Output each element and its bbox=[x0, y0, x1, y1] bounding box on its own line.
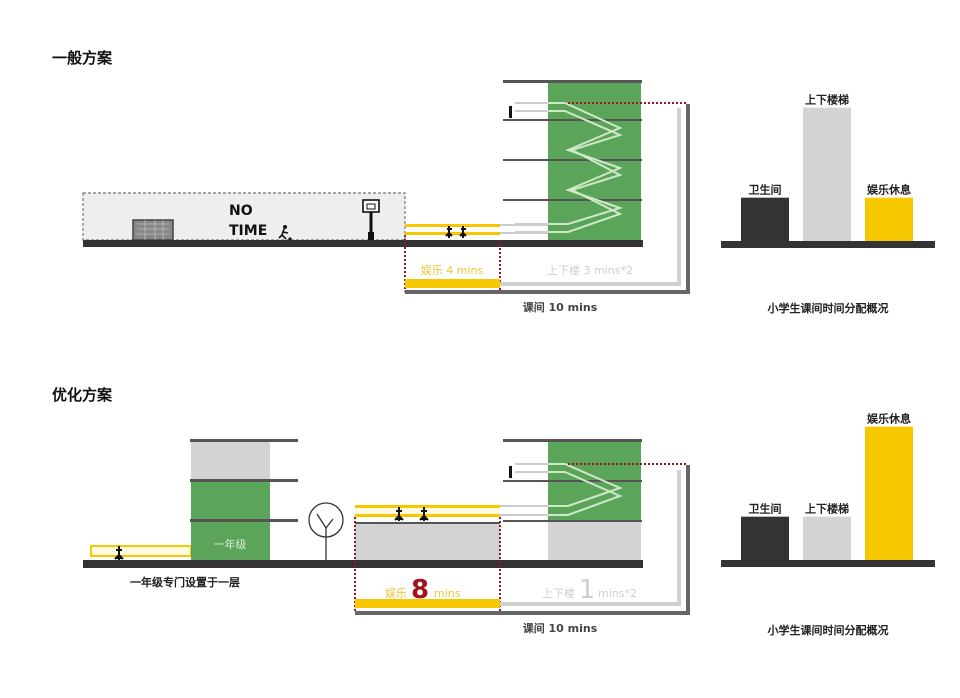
person-icon bbox=[509, 106, 512, 118]
svg-text:mins: mins bbox=[434, 587, 461, 600]
stairs-time-label-general: 上下楼 3 mins*2 bbox=[547, 263, 633, 277]
first-grade-note: 一年级专门设置于一层 bbox=[130, 575, 240, 589]
no-time-line2: TIME bbox=[229, 223, 267, 239]
stair-building-optimized bbox=[503, 439, 688, 560]
child-icon bbox=[114, 546, 124, 560]
bar-1 bbox=[741, 516, 789, 560]
ground-line-optimized bbox=[83, 560, 643, 568]
person-icon bbox=[509, 466, 512, 478]
running-child-icon bbox=[278, 225, 292, 241]
playground-area: NO TIME bbox=[82, 192, 406, 241]
ground-line-general bbox=[83, 240, 643, 247]
stairs-zigzag bbox=[548, 102, 624, 233]
play-time-bar-optimized bbox=[355, 599, 500, 608]
tree-icon bbox=[308, 502, 344, 560]
bar-label-3: 娱乐休息 bbox=[867, 183, 911, 197]
play-time-bar bbox=[405, 279, 500, 288]
section-title-optimized: 优化方案 bbox=[52, 386, 113, 404]
first-grade-label: 一年级 bbox=[214, 537, 247, 551]
chart-caption-optimized: 小学生课间时间分配概况 bbox=[767, 623, 889, 637]
children-icons bbox=[445, 226, 467, 238]
bar-3 bbox=[865, 197, 913, 241]
stairs-single-flight bbox=[548, 463, 623, 516]
bar-label-3: 娱乐休息 bbox=[867, 412, 911, 426]
time-bracket-general bbox=[404, 104, 690, 294]
yellow-corridor-general bbox=[405, 224, 548, 238]
time-bracket-optimized bbox=[354, 465, 690, 615]
svg-text:mins*2: mins*2 bbox=[598, 587, 637, 600]
stair-building-general bbox=[503, 80, 688, 240]
chart-baseline bbox=[721, 560, 935, 567]
play-time-label-optimized: 娱乐 8 mins bbox=[385, 575, 461, 605]
gray-block bbox=[355, 524, 500, 560]
section-title-general: 一般方案 bbox=[52, 49, 113, 67]
bar-2 bbox=[803, 516, 851, 560]
bar-label-1: 卫生间 bbox=[749, 183, 782, 197]
chart-baseline bbox=[721, 241, 935, 248]
bar-2 bbox=[803, 107, 851, 242]
first-grade-building bbox=[190, 439, 298, 560]
first-grade-corridor bbox=[90, 545, 192, 560]
svg-text:娱乐: 娱乐 bbox=[385, 586, 407, 600]
stairs-time-label-optimized: 上下楼 1 mins*2 bbox=[542, 575, 637, 605]
svg-text:1: 1 bbox=[579, 575, 596, 605]
bar-label-2: 上下楼梯 bbox=[805, 93, 849, 107]
bar-3 bbox=[865, 426, 913, 560]
break-time-label-general: 课间 10 mins bbox=[523, 300, 598, 314]
yellow-corridor-optimized bbox=[355, 505, 548, 521]
svg-text:上下楼: 上下楼 bbox=[542, 586, 575, 600]
bar-label-2: 上下楼梯 bbox=[805, 502, 849, 516]
basketball-hoop-icon bbox=[362, 199, 380, 240]
svg-text:8: 8 bbox=[411, 575, 429, 605]
soccer-goal-icon bbox=[132, 219, 174, 241]
chart-caption-general: 小学生课间时间分配概况 bbox=[767, 301, 889, 315]
bar-1 bbox=[741, 197, 789, 241]
bar-chart-optimized: 卫生间 上下楼梯 娱乐休息 bbox=[721, 412, 935, 567]
break-time-label-optimized: 课间 10 mins bbox=[523, 621, 598, 635]
bar-label-1: 卫生间 bbox=[749, 502, 782, 516]
no-time-line1: NO bbox=[229, 203, 253, 219]
play-time-label-general: 娱乐 4 mins bbox=[421, 263, 484, 277]
